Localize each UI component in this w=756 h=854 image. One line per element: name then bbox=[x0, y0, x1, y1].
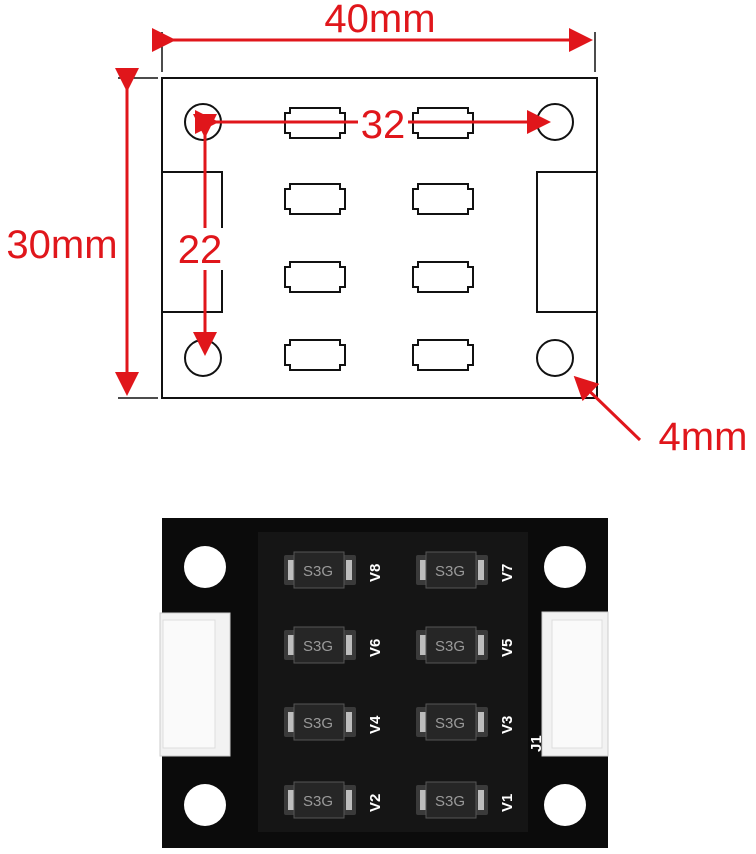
mounting-hole bbox=[544, 784, 586, 826]
diode-pad-outline bbox=[412, 339, 474, 371]
diode-label: V3 bbox=[499, 716, 516, 734]
hole-diameter-label: 4mm bbox=[659, 415, 748, 459]
diode-v6: S3G V6 bbox=[284, 626, 384, 664]
diode-label: V7 bbox=[499, 564, 516, 582]
mounting-hole bbox=[184, 546, 226, 588]
diode-marking: S3G bbox=[303, 715, 333, 732]
hole-diameter-arrow bbox=[573, 375, 642, 442]
diode-v1: S3G V1 bbox=[416, 781, 516, 819]
diode-marking: S3G bbox=[303, 563, 333, 580]
right-connector-outline bbox=[536, 171, 598, 313]
diode-label: V6 bbox=[367, 639, 384, 657]
diode-label: V1 bbox=[499, 794, 516, 812]
connector-label: J1 bbox=[528, 735, 545, 752]
mounting-hole bbox=[536, 339, 574, 377]
diode-pad-outline bbox=[284, 339, 346, 371]
diode-marking: S3G bbox=[303, 793, 333, 810]
diode-marking: S3G bbox=[435, 638, 465, 655]
width-label: 40mm bbox=[324, 0, 435, 41]
left-connector bbox=[159, 612, 231, 757]
diode-v5: S3G V5 bbox=[416, 626, 516, 664]
diode-v8: S3G V8 bbox=[284, 551, 384, 589]
mounting-hole bbox=[184, 784, 226, 826]
hole-spacing-y-label: 22 bbox=[178, 228, 223, 272]
diode-v7: S3G V7 bbox=[416, 551, 516, 589]
diode-marking: S3G bbox=[435, 715, 465, 732]
diode-label: V5 bbox=[499, 639, 516, 657]
diode-marking: S3G bbox=[303, 638, 333, 655]
diode-v2: S3G V2 bbox=[284, 781, 384, 819]
hole-spacing-x-label: 32 bbox=[361, 103, 406, 147]
mounting-hole bbox=[544, 546, 586, 588]
diode-pads bbox=[284, 107, 474, 371]
diode-pad-outline bbox=[284, 183, 346, 215]
diode-marking: S3G bbox=[435, 563, 465, 580]
diode-pad-outline bbox=[412, 261, 474, 293]
mounting-hole bbox=[184, 339, 222, 377]
diode-v3: S3G V3 bbox=[416, 703, 516, 741]
diode-pad-outline bbox=[284, 261, 346, 293]
right-connector bbox=[541, 611, 609, 757]
diode-label: V8 bbox=[367, 564, 384, 582]
diode-pad-outline bbox=[412, 183, 474, 215]
height-label: 30mm bbox=[6, 223, 117, 267]
diode-label: V2 bbox=[367, 794, 384, 812]
diode-v4: S3G V4 bbox=[284, 703, 384, 741]
diode-marking: S3G bbox=[435, 793, 465, 810]
dimension-lines: 40mm 30mm 32 22 4mm bbox=[6, 0, 748, 459]
diode-label: V4 bbox=[367, 715, 384, 734]
